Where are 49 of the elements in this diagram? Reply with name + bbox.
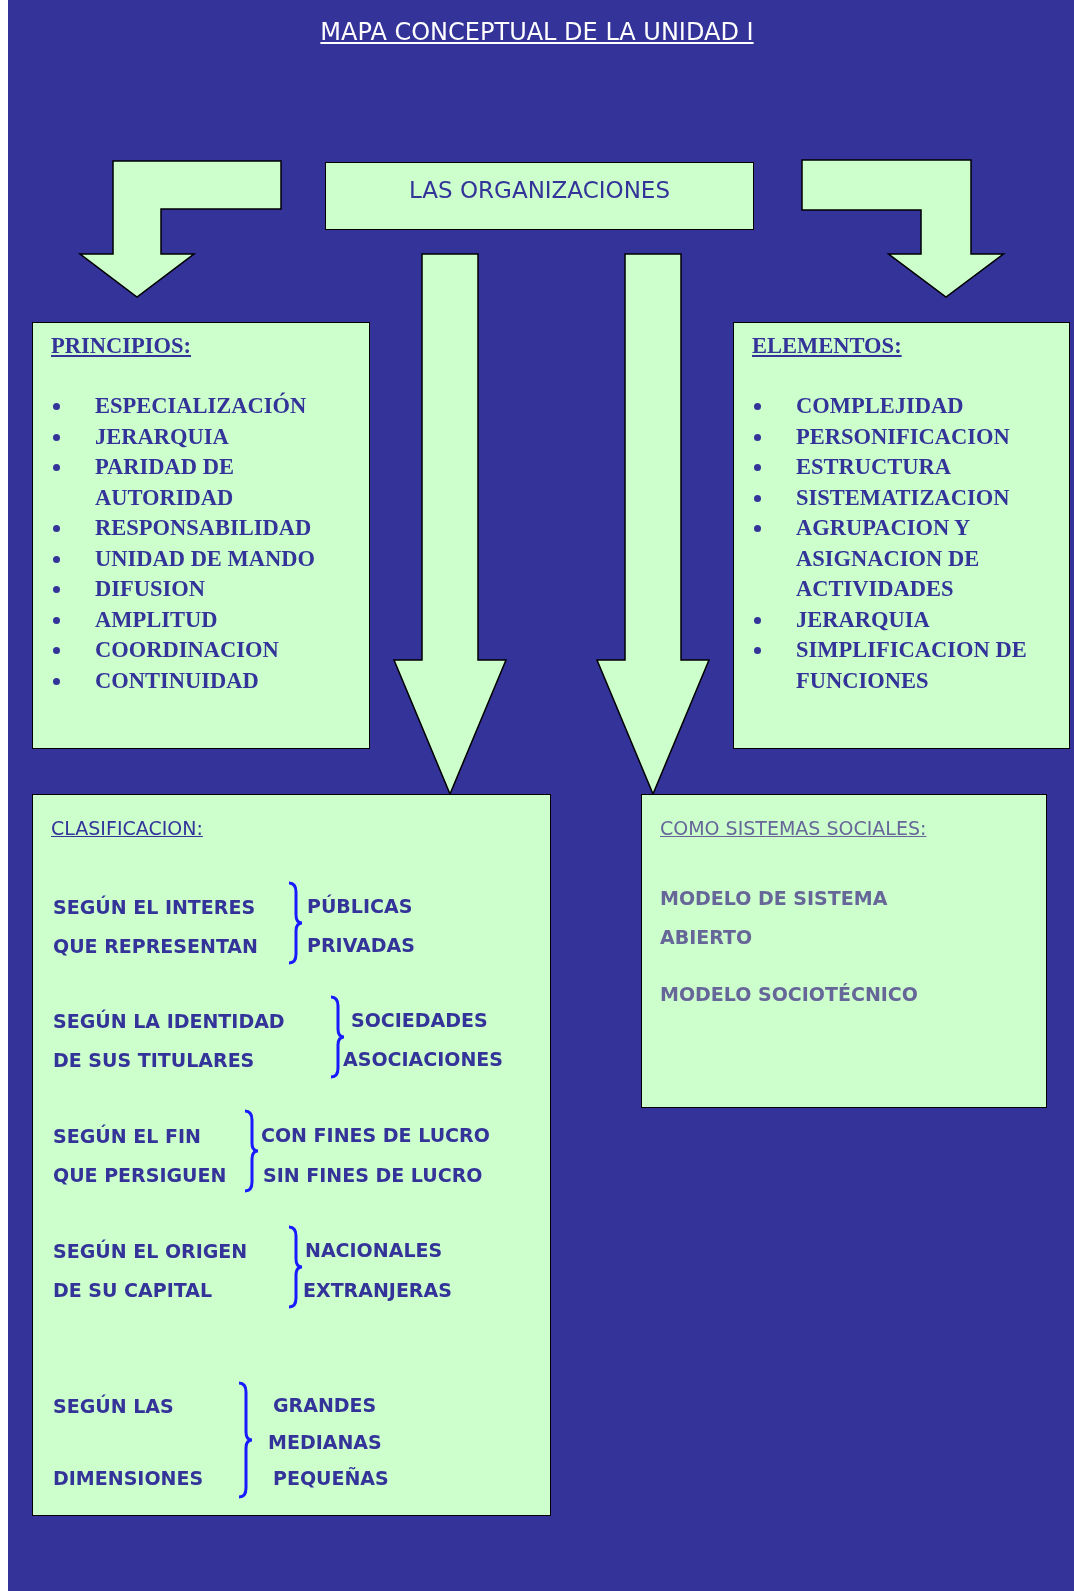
list-item: SIMPLIFICACION DE FUNCIONES bbox=[796, 637, 1027, 693]
criterion-text: SEGÚN EL FIN QUE PERSIGUEN bbox=[53, 1123, 227, 1188]
criterion-text: SEGÚN LA IDENTIDAD DE SUS TITULARES bbox=[53, 1008, 285, 1073]
concept-box bbox=[733, 322, 1070, 749]
diagram-title: MAPA CONCEPTUAL DE LA UNIDAD I bbox=[319, 18, 755, 46]
list-item: JERARQUIA bbox=[95, 423, 229, 449]
category-text: EXTRANJERAS bbox=[303, 1279, 452, 1301]
list-item: CONTINUIDAD bbox=[95, 667, 259, 693]
list-item: JERARQUIA bbox=[796, 606, 930, 632]
block-arrow bbox=[77, 160, 282, 298]
category-text: PÚBLICAS bbox=[307, 895, 413, 917]
section-heading: CLASIFICACION: bbox=[51, 817, 203, 839]
concept-box bbox=[32, 322, 370, 749]
model-text: MODELO SOCIOTÉCNICO bbox=[660, 982, 919, 1007]
list-item: PARIDAD DE AUTORIDAD bbox=[95, 454, 234, 510]
criterion-text: SEGÚN EL INTERES QUE REPRESENTAN bbox=[53, 894, 258, 959]
model-text: MODELO DE SISTEMA ABIERTO bbox=[660, 886, 889, 950]
category-text: NACIONALES bbox=[305, 1239, 443, 1261]
concept-box bbox=[641, 794, 1047, 1108]
category-text: SOCIEDADES bbox=[351, 1009, 488, 1031]
block-arrow bbox=[392, 253, 508, 796]
block-arrow bbox=[801, 159, 1006, 298]
list-item: COMPLEJIDAD bbox=[796, 393, 964, 418]
list-item: UNIDAD DE MANDO bbox=[95, 545, 315, 571]
criterion-text: SEGÚN EL ORIGEN DE SU CAPITAL bbox=[53, 1238, 248, 1303]
list-item: DIFUSION bbox=[95, 576, 206, 601]
title-box bbox=[325, 162, 754, 230]
section-heading: ELEMENTOS: bbox=[752, 333, 902, 359]
section-heading: PRINCIPIOS: bbox=[51, 333, 191, 359]
list-item: PERSONIFICACION bbox=[796, 423, 1010, 449]
list-item: RESPONSABILIDAD bbox=[95, 515, 312, 540]
criterion-text: SEGÚN LAS DIMENSIONES bbox=[53, 1393, 204, 1491]
block-arrow bbox=[595, 253, 711, 796]
category-text: PRIVADAS bbox=[307, 934, 415, 956]
category-text: SIN FINES DE LUCRO bbox=[263, 1164, 483, 1186]
list-item: AMPLITUD bbox=[95, 606, 218, 632]
category-text: MEDIANAS bbox=[268, 1431, 382, 1453]
list-item: AGRUPACION Y ASIGNACION DE ACTIVIDADES bbox=[796, 515, 980, 601]
list-item: SISTEMATIZACION bbox=[796, 484, 1010, 510]
category-text: PEQUEÑAS bbox=[273, 1467, 389, 1489]
section-heading: COMO SISTEMAS SOCIALES: bbox=[660, 817, 927, 839]
list-item: COORDINACION bbox=[95, 637, 279, 662]
concept-box bbox=[32, 794, 551, 1516]
category-text: GRANDES bbox=[273, 1394, 377, 1416]
category-text: ASOCIACIONES bbox=[343, 1048, 503, 1070]
list-item: ESPECIALIZACIÓN bbox=[95, 393, 307, 418]
list-item: ESTRUCTURA bbox=[796, 454, 952, 479]
category-text: CON FINES DE LUCRO bbox=[261, 1124, 490, 1146]
node-title: LAS ORGANIZACIONES bbox=[408, 177, 671, 203]
